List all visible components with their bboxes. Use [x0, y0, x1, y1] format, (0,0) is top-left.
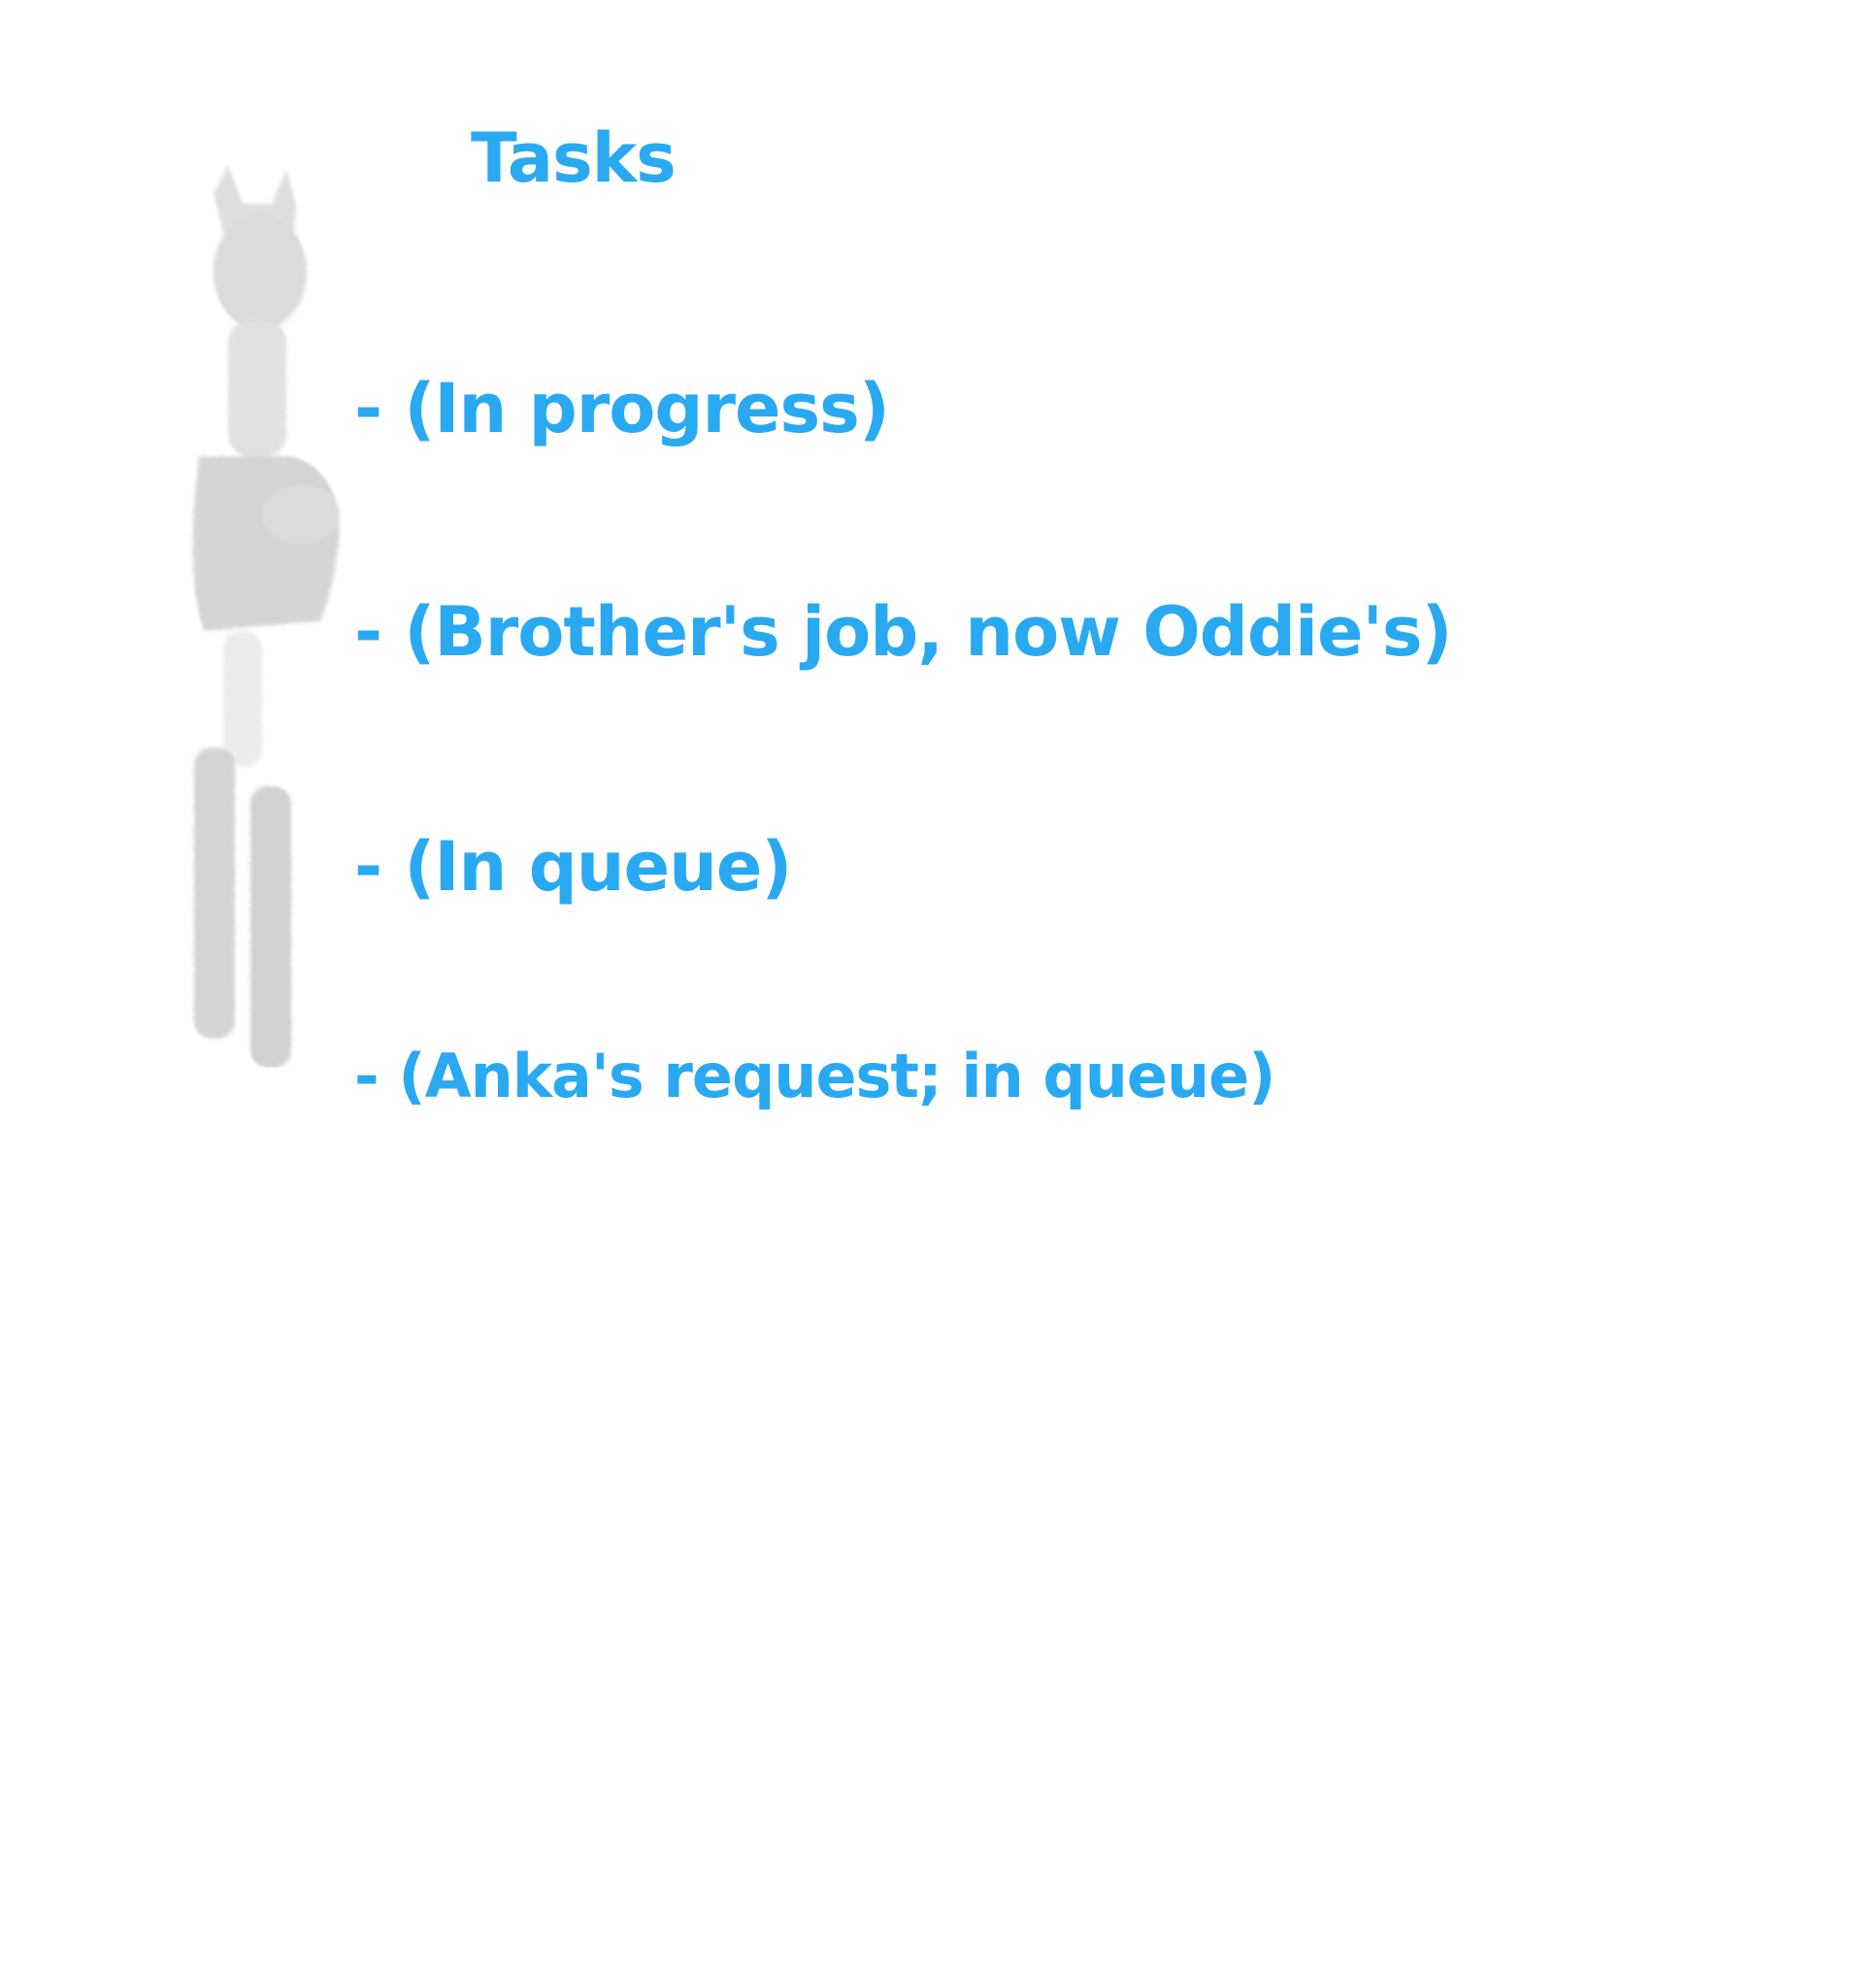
task-item-ankas-request: - (Anka's request; in queue): [354, 1041, 1275, 1111]
task-item-in-queue: - (In queue): [354, 827, 792, 907]
page-title: Tasks: [471, 118, 677, 198]
ghostly-figure-sketch-icon: [192, 165, 340, 1068]
task-item-in-progress: - (In progress): [354, 369, 890, 448]
task-item-brothers-job: - (Brother's job, now Oddie's): [354, 592, 1453, 672]
